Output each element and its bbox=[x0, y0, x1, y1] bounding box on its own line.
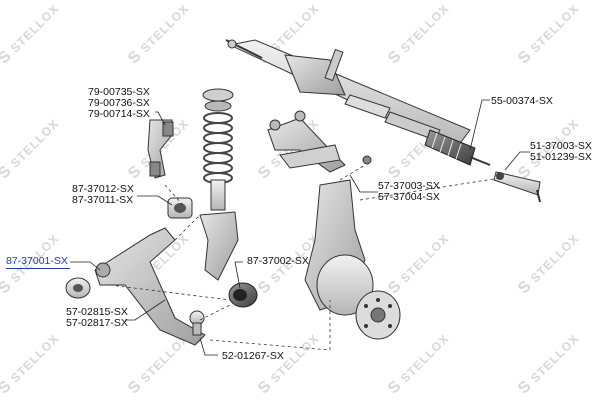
hidden-lines bbox=[109, 164, 501, 351]
bushing-lower bbox=[228, 282, 258, 308]
bushing-upper bbox=[167, 197, 193, 219]
part-label[interactable]: 52-01267-SX bbox=[222, 350, 284, 362]
part-label[interactable]: 87-37012-SX bbox=[72, 183, 134, 195]
rack-boot bbox=[424, 129, 491, 166]
steering-rack bbox=[225, 39, 471, 151]
steering-knuckle bbox=[304, 179, 401, 340]
part-label[interactable]: 79-00736-SX bbox=[88, 97, 150, 109]
part-label[interactable]: 51-37003-SX bbox=[530, 140, 592, 152]
tie-rod-end bbox=[493, 171, 541, 203]
upper-control-arm bbox=[267, 110, 372, 173]
part-label[interactable]: 87-37011-SX bbox=[72, 194, 134, 206]
strut-assembly bbox=[199, 88, 239, 281]
highlight-underline bbox=[6, 268, 70, 269]
part-label[interactable]: 79-00735-SX bbox=[88, 86, 150, 98]
ball-joint bbox=[189, 310, 205, 336]
part-label[interactable]: 57-02817-SX bbox=[66, 317, 128, 329]
part-label[interactable]: 79-00714-SX bbox=[88, 108, 150, 120]
part-label-highlighted[interactable]: 87-37001-SX bbox=[6, 255, 68, 267]
leader-lines bbox=[70, 99, 530, 356]
part-label[interactable]: 57-02815-SX bbox=[66, 306, 128, 318]
part-label[interactable]: 57-37004-SX bbox=[378, 191, 440, 203]
part-label[interactable]: 55-00374-SX bbox=[491, 95, 553, 107]
stabilizer-link bbox=[147, 119, 174, 179]
part-label[interactable]: 57-37003-SX bbox=[378, 180, 440, 192]
part-label[interactable]: 51-01239-SX bbox=[530, 151, 592, 163]
part-label[interactable]: 87-37002-SX bbox=[247, 255, 309, 267]
lower-control-arm bbox=[65, 227, 206, 346]
